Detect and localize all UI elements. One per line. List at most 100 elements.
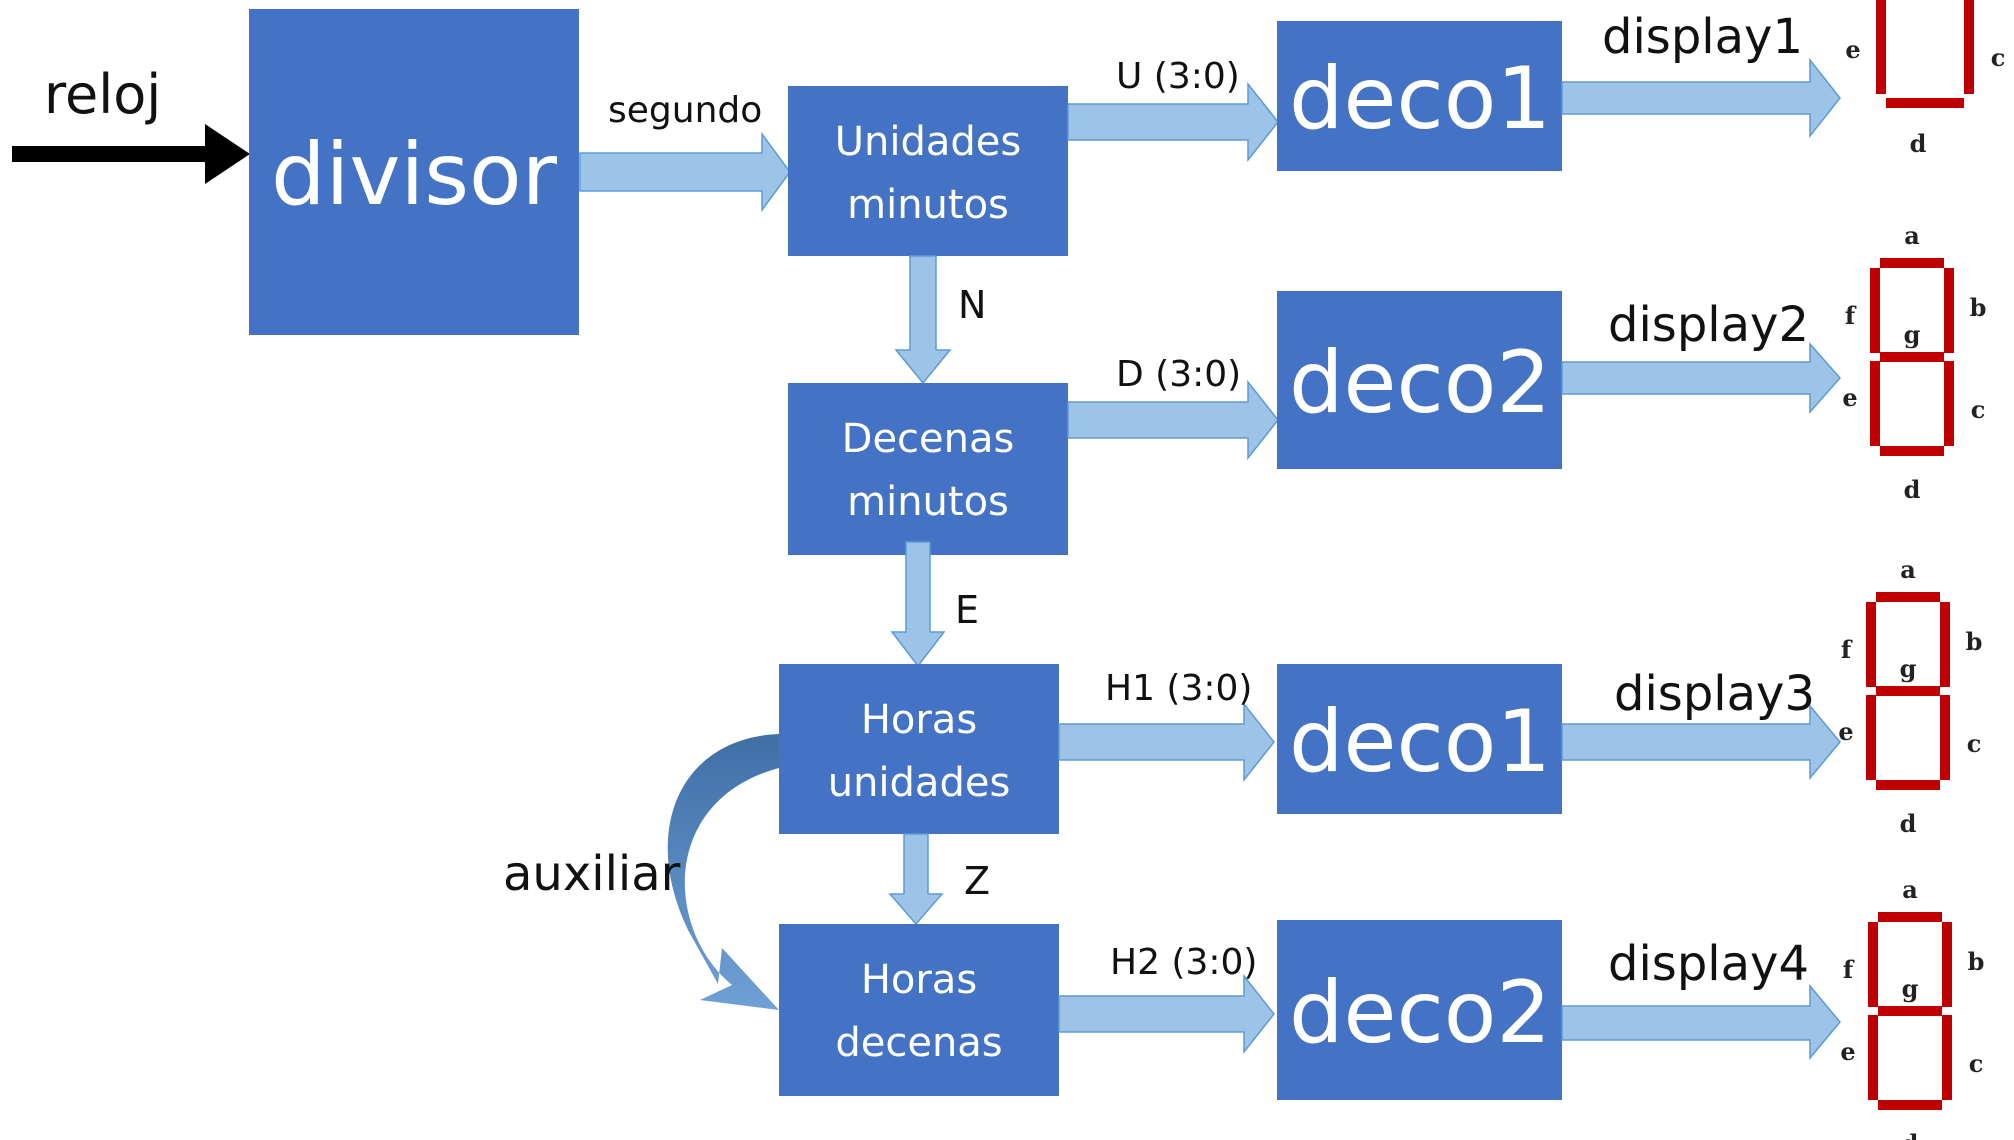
decenas-minutos-block [788,383,1068,555]
z-label: Z [964,859,990,903]
segment-d [1886,98,1964,108]
segment-c [1940,695,1950,780]
display-arrow-1 [1561,57,1841,139]
segment-d [1878,1100,1942,1110]
segment-e [1868,1015,1878,1100]
n-label: N [958,283,986,327]
unidades-minutos-line1: Unidades [835,119,1021,165]
bus-label-d: D (3:0) [1116,354,1241,395]
decenas-minutos-line1: Decenas [842,416,1015,462]
segment-label-c: c [1967,729,1982,758]
display-arrow-4 [1561,983,1841,1061]
auxiliar-curved-arrow [667,734,779,1010]
bus-arrows [1058,81,1279,1055]
segment-label-a: a [1900,555,1916,584]
decoder-block-1 [1277,21,1562,171]
segment-f [1866,602,1876,687]
segment-a [1876,592,1940,602]
segment-label-e: e [1845,35,1860,64]
segment-e [1870,361,1880,446]
segment-label-d: d [1902,1129,1919,1140]
horas-unidades-line2: unidades [828,760,1011,806]
bus-arrow-h2 [1058,973,1275,1055]
decoder-block-3 [1277,664,1562,814]
segment-g [1878,1006,1942,1016]
divisor-label: divisor [271,125,558,225]
decoder-label-3: deco1 [1289,692,1551,792]
segundo-arrow [579,131,791,213]
bus-arrow-d [1067,379,1279,461]
decoder-block-4 [1277,920,1562,1100]
e-label: E [955,588,979,632]
segment-label-d: d [1910,129,1927,158]
segment-d [1880,446,1944,456]
segment-label-a: a [1904,221,1920,250]
decoder-label-1: deco1 [1289,49,1551,149]
segment-g [1880,352,1944,362]
bus-arrow-h1 [1058,701,1275,783]
segment-label-c: c [1991,43,2006,72]
segment-label-b: b [1968,947,1985,976]
segment-c [1964,0,1974,94]
segment-label-e: e [1838,717,1853,746]
segment-b [1942,922,1952,1007]
segment-label-d: d [1900,809,1917,838]
segment-b [1944,268,1954,353]
segment-a [1878,912,1942,922]
reloj-arrow [12,124,250,184]
segment-f [1870,268,1880,353]
horas-decenas-line2: decenas [835,1020,1002,1066]
display-label-2: display2 [1608,297,1809,353]
display-arrow-2 [1561,342,1842,414]
horas-unidades-block [779,664,1059,834]
bus-label-h2: H2 (3:0) [1110,942,1257,983]
segment-label-a: a [1902,875,1918,904]
horas-decenas-line1: Horas [861,957,977,1003]
e-arrow [890,541,946,668]
segment-label-f: f [1843,955,1855,984]
seven-segment-display-1: e c d [1845,0,2005,158]
unidades-minutos-block [788,86,1068,256]
segment-label-f: f [1845,301,1857,330]
segment-label-c: c [1971,395,1986,424]
horas-unidades-line1: Horas [861,697,977,743]
display-label-3: display3 [1614,666,1815,722]
unidades-minutos-line2: minutos [847,182,1009,228]
segment-g [1876,686,1940,696]
seven-segment-displays: abcdefgabcdefgabcdefg [1838,221,1986,1140]
segment-label-d: d [1904,475,1921,504]
display-label-4: display4 [1608,936,1809,992]
segment-label-e: e [1842,383,1857,412]
segment-a [1880,258,1944,268]
decenas-minutos-line2: minutos [847,479,1009,525]
z-arrow [888,833,944,926]
n-arrow [894,255,952,385]
decoder-label-2: deco2 [1289,333,1551,433]
decoder-label-4: deco2 [1289,963,1551,1063]
display-label-1: display1 [1602,9,1803,65]
segment-label-b: b [1970,293,1987,322]
auxiliar-label: auxiliar [503,846,681,902]
segment-c [1942,1015,1952,1100]
segment-e [1876,0,1886,94]
decoder-block-2 [1277,291,1562,469]
segment-d [1876,780,1940,790]
divisor-block [249,9,579,335]
segment-f [1868,922,1878,1007]
horas-decenas-block [779,924,1059,1096]
segment-label-f: f [1841,635,1853,664]
bus-label-u: U (3:0) [1116,56,1240,97]
segment-b [1940,602,1950,687]
segment-label-e: e [1840,1037,1855,1066]
segment-c [1944,361,1954,446]
bus-label-h1: H1 (3:0) [1105,668,1252,709]
segment-label-b: b [1966,627,1983,656]
segundo-label: segundo [608,90,762,131]
display-arrow-3 [1561,703,1841,781]
bus-arrow-u [1067,81,1279,163]
segment-e [1866,695,1876,780]
